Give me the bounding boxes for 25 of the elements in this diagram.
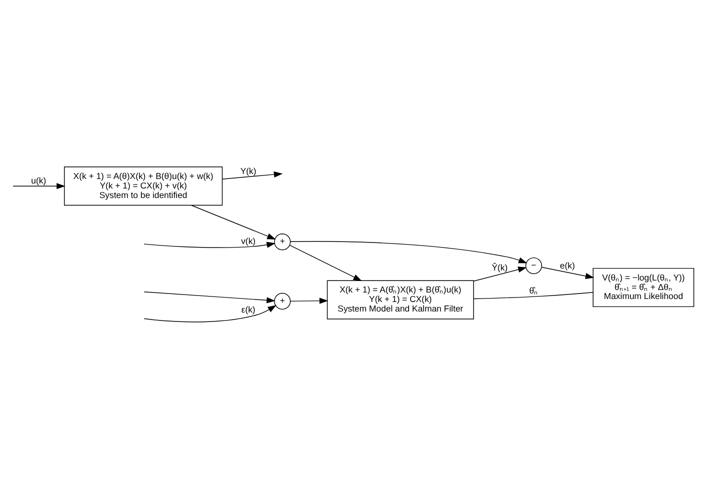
arrow — [222, 171, 283, 180]
arrow — [191, 205, 276, 240]
edge-label: θ̂ₙ — [529, 286, 538, 296]
arrow — [12, 183, 66, 190]
edge-label: ε(k) — [241, 304, 256, 315]
arrow — [144, 305, 276, 322]
node-box: V(θₙ) = −log(L(θₙ, Y)) θ̂ₙ₊₁ = θ̂ₙ + Δθₙ Maximum Likelihood — [592, 268, 694, 308]
arrow — [290, 298, 328, 304]
arrow — [289, 244, 362, 282]
node-box: X(k + 1) = A(θ)X(k) + B(θ)u(k) + w(k) Y(k + 1) = CX(k) + v(k) System to be identified — [64, 166, 223, 206]
arrow — [144, 292, 276, 304]
arrow — [542, 266, 594, 280]
node-circle: + — [274, 234, 291, 250]
arrow — [473, 266, 527, 282]
edge-label: Y(k) — [240, 166, 256, 176]
edge-label: Ŷ(k) — [492, 262, 508, 273]
node-box: X(k + 1) = A(θ̂ₙ)X(k) + B(θ̂ₙ)u(k) Y(k + 1) = CX(k) System Model and Kalman Filter — [326, 280, 474, 320]
node-circle: + — [274, 292, 291, 310]
connector — [473, 292, 594, 300]
edge-label: v(k) — [241, 236, 256, 246]
edge-label: u(k) — [31, 176, 46, 186]
arrow — [290, 241, 528, 264]
arrow — [144, 242, 276, 248]
node-circle: − — [525, 257, 542, 274]
edge-label: e(k) — [560, 260, 575, 270]
